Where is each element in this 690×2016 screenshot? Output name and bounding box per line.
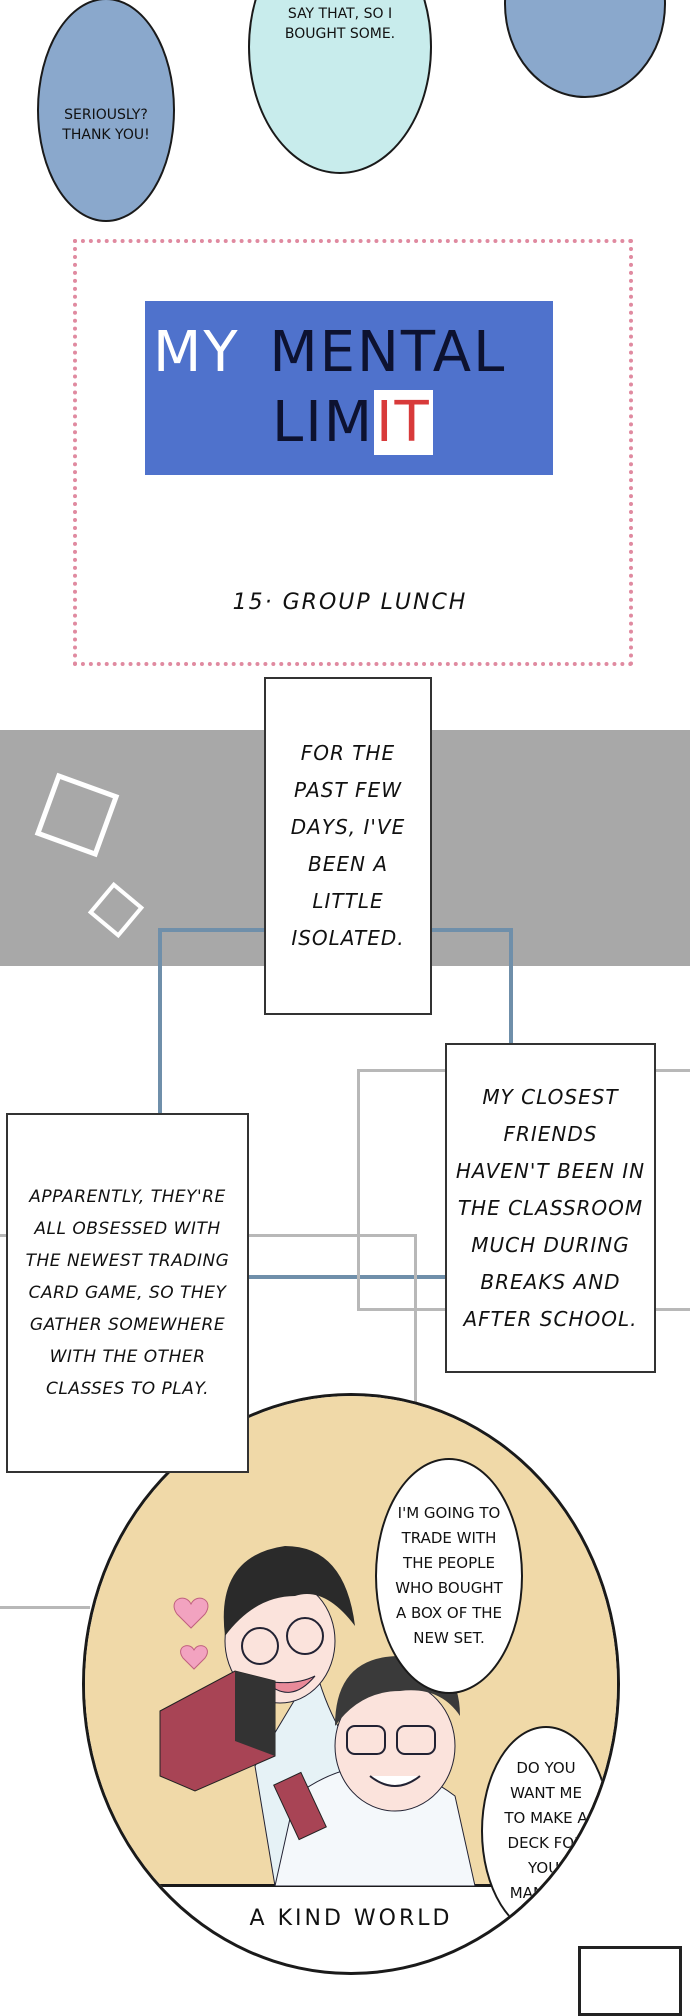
speech-bubble-deck: DO YOU WANT ME TO MAKE A DECK FOR YOU, M… (481, 1726, 611, 1936)
next-panel-box (578, 1946, 682, 2016)
chapter-title: 15· GROUP LUNCH (232, 590, 468, 615)
caption-box-friends: MY CLOSEST FRIENDS HAVEN'T BEEN IN THE C… (445, 1043, 656, 1373)
title-card-frame (73, 239, 633, 666)
title-word-mental: MENTAL (269, 320, 507, 385)
heart-icon (180, 1645, 208, 1670)
title-word-my: MY (153, 320, 240, 385)
speech-bubble-trade: I'M GOING TO TRADE WITH THE PEOPLE WHO B… (375, 1458, 523, 1694)
bubble-text: SAY THAT, SO I BOUGHT SOME. (284, 6, 396, 42)
characters-illustration (159, 1546, 476, 1886)
gray-line (0, 1606, 90, 1609)
connector-line (249, 1275, 447, 1279)
speech-bubble-right (504, 0, 666, 98)
caption-box-isolated: FOR THE PAST FEW DAYS, I'VE BEEN A LITTL… (264, 677, 432, 1015)
caption-text: MY CLOSEST FRIENDS HAVEN'T BEEN IN THE C… (455, 1084, 646, 1331)
speech-text: DO YOU WANT ME TO MAKE A DECK FOR YOU, M… (504, 1759, 588, 1902)
panel-caption: A KIND WORLD (249, 1906, 453, 1931)
speech-bubble-left: SERIOUSLY? THANK YOU! (37, 0, 175, 222)
title-word-lim: LIM (272, 390, 375, 455)
gray-line (414, 1234, 417, 1454)
speech-text: I'M GOING TO TRADE WITH THE PEOPLE WHO B… (395, 1504, 503, 1647)
caption-text: FOR THE PAST FEW DAYS, I'VE BEEN A LITTL… (290, 741, 406, 950)
connector-line (509, 928, 513, 1046)
connector-line (158, 928, 162, 1118)
speech-bubble-center: SAY THAT, SO I BOUGHT SOME. (248, 0, 432, 174)
caption-box-card-game: APPARENTLY, THEY'RE ALL OBSESSED WITH TH… (6, 1113, 249, 1473)
circle-panel: I'M GOING TO TRADE WITH THE PEOPLE WHO B… (82, 1393, 620, 1975)
title-word-it: IT (374, 390, 433, 455)
title-logo: MY MENTAL LIMIT (145, 301, 553, 475)
bubble-text: SERIOUSLY? THANK YOU! (62, 107, 150, 143)
heart-icon (173, 1597, 209, 1629)
caption-text: APPARENTLY, THEY'RE ALL OBSESSED WITH TH… (25, 1187, 230, 1399)
